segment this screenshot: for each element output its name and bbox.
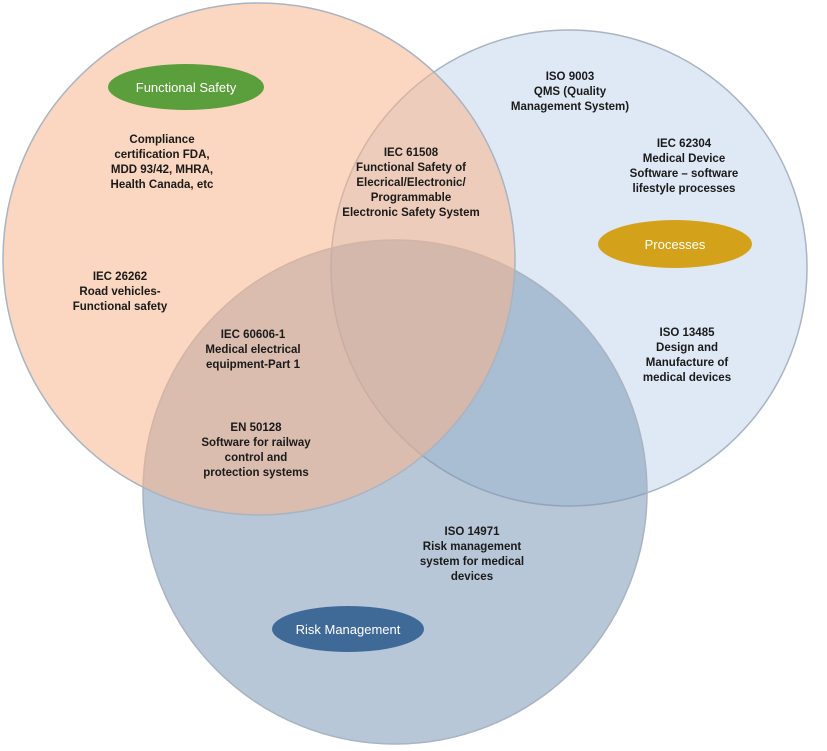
en50128-line: control and: [224, 452, 288, 464]
iec26262-line: IEC 26262: [92, 271, 148, 283]
compliance-line: Health Canada, etc: [110, 179, 214, 191]
en50128-line: protection systems: [203, 467, 309, 479]
en50128-line: Software for railway: [201, 437, 311, 449]
iso14971-line: Risk management: [422, 541, 522, 553]
compliance-line: Compliance: [129, 134, 195, 146]
iec62304-line: IEC 62304: [656, 138, 712, 150]
iec61508-line: Functional Safety of: [356, 162, 466, 174]
iec62304-line: Medical Device: [642, 153, 726, 165]
iso14971-text: ISO 14971 Risk management system for med…: [420, 525, 524, 585]
compliance-line: MDD 93/42, MHRA,: [110, 164, 214, 176]
iec62304-line: lifestyle processes: [632, 183, 736, 195]
iec61508-line: Elecrical/Electronic/: [356, 177, 466, 189]
functional-safety-badge-label: Functional Safety: [135, 79, 237, 95]
processes-badge: Processes: [598, 220, 752, 268]
iec60606-line: Medical electrical: [205, 344, 301, 356]
iec62304-text: IEC 62304 Medical Device Software – soft…: [630, 137, 739, 197]
iso14971-line: ISO 14971: [444, 526, 500, 538]
functional-safety-badge: Functional Safety: [108, 64, 264, 110]
iec61508-text: IEC 61508 Functional Safety of Elecrical…: [342, 146, 479, 221]
iso13485-line: Manufacture of: [645, 357, 729, 369]
iec26262-line: Functional safety: [72, 301, 168, 313]
en50128-text: EN 50128 Software for railway control an…: [201, 421, 310, 481]
iec61508-line: Electronic Safety System: [342, 207, 480, 219]
iso13485-line: ISO 13485: [659, 327, 715, 339]
iec26262-text: IEC 26262 Road vehicles- Functional safe…: [73, 270, 168, 315]
iso9003-line: ISO 9003: [545, 71, 595, 83]
iec60606-line: equipment-Part 1: [206, 359, 300, 371]
risk-management-badge-label: Risk Management: [295, 621, 401, 637]
iso9003-line: Management System): [510, 101, 630, 113]
compliance-text: Compliance certification FDA, MDD 93/42,…: [111, 133, 214, 193]
iec26262-line: Road vehicles-: [79, 286, 161, 298]
iec60606-line: IEC 60606-1: [220, 329, 286, 341]
iec61508-line: IEC 61508: [383, 147, 439, 159]
en50128-line: EN 50128: [230, 422, 282, 434]
iec61508-line: Programmable: [370, 192, 452, 204]
iso13485-line: medical devices: [642, 372, 732, 384]
compliance-line: certification FDA,: [114, 149, 210, 161]
iso13485-line: Design and: [656, 342, 718, 354]
processes-badge-label: Processes: [644, 236, 706, 252]
iec62304-line: Software – software: [629, 168, 739, 180]
functional-safety-circle: [2, 2, 516, 516]
iec60606-text: IEC 60606-1 Medical electrical equipment…: [205, 328, 300, 373]
iso13485-text: ISO 13485 Design and Manufacture of medi…: [643, 326, 731, 386]
iso9003-line: QMS (Quality: [533, 86, 607, 98]
risk-management-badge: Risk Management: [272, 606, 424, 652]
iso9003-text: ISO 9003 QMS (Quality Management System): [511, 70, 629, 115]
iso14971-line: system for medical: [419, 556, 525, 568]
iso14971-line: devices: [450, 571, 494, 583]
